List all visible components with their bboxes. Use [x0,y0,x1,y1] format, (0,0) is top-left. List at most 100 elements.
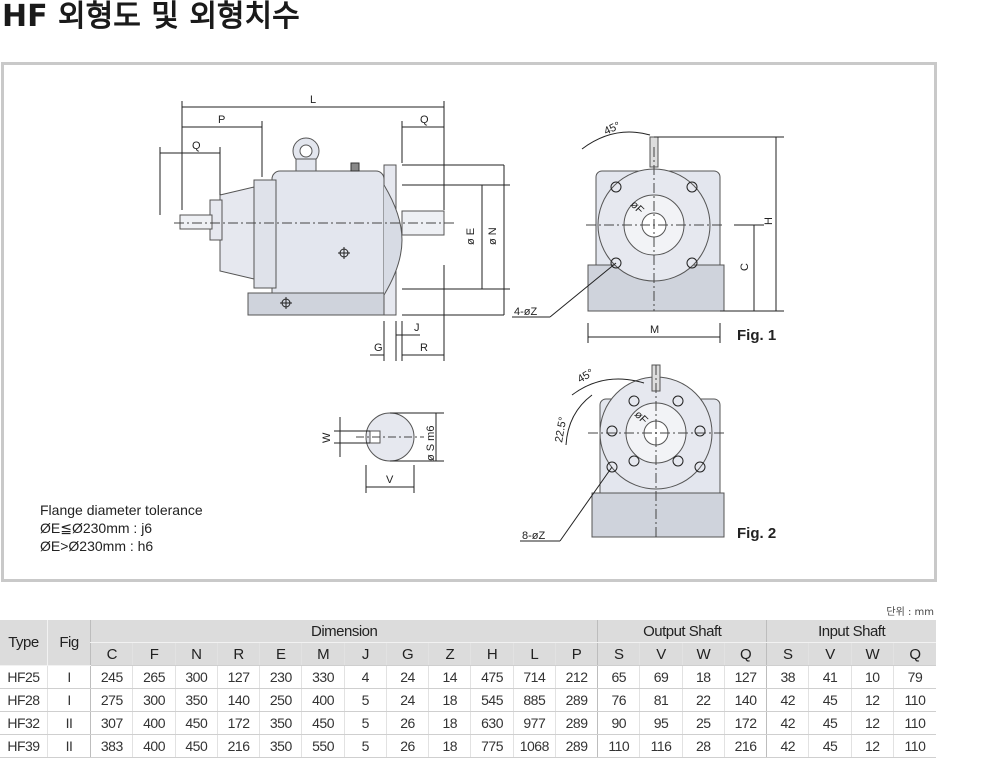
cell-dim-E: 350 [259,711,302,735]
cell-in-V: 45 [808,734,852,758]
cell-dim-Z: 18 [428,688,471,712]
tolerance-line-2: ØE>Ø230mm : h6 [40,538,154,554]
cell-out-S: 76 [597,688,640,712]
tolerance-note: Flange diameter tolerance ØE≦Ø230mm : j6… [40,501,203,555]
cell-dim-C: 383 [90,734,133,758]
dim-C: C [739,263,751,271]
cell-out-W: 25 [681,711,725,735]
cell-out-Q: 140 [723,688,767,712]
cell-dim-H: 775 [470,734,514,758]
cell-dim-Z: 18 [428,734,471,758]
col-out-W: W [681,642,725,666]
cell-in-Q: 110 [892,711,936,735]
dim-M: M [650,324,659,336]
cell-dim-C: 307 [90,711,133,735]
cell-out-V: 69 [639,665,683,689]
dim-L: L [310,94,316,106]
page-title: HF 외형도 및 외형치수 [2,0,300,34]
col-R: R [216,642,260,666]
cell-dim-J: 4 [343,665,387,689]
col-in-V: V [808,642,852,666]
cell-out-V: 95 [639,711,683,735]
cell-dim-J: 5 [343,688,387,712]
fig1-label: Fig. 1 [737,327,777,344]
dim-E: ø E [465,228,477,245]
col-J: J [343,642,387,666]
cell-dim-J: 5 [343,711,387,735]
col-Z: Z [428,642,471,666]
cell-dim-R: 216 [216,734,260,758]
cell-dim-P: 212 [554,665,598,689]
cell-in-W: 12 [850,734,894,758]
dim-J: J [414,322,420,334]
cell-dim-F: 300 [132,688,176,712]
cell-dim-E: 350 [259,734,302,758]
dim-Q-input: Q [192,140,201,152]
cell-out-W: 18 [681,665,725,689]
cell-out-W: 28 [681,734,725,758]
col-out-Q: Q [723,642,767,666]
angle-45-fig2: 45° [576,367,596,386]
dim-W: W [321,432,333,443]
cell-fig: II [46,734,91,758]
cell-dim-M: 330 [301,665,345,689]
col-type-header: Type [0,620,48,666]
cell-dim-G: 26 [385,734,429,758]
col-out-V: V [639,642,683,666]
cell-dim-L: 1068 [512,734,556,758]
cell-dim-M: 450 [301,711,345,735]
cell-type: HF32 [0,711,48,735]
cell-in-W: 10 [850,665,894,689]
cell-dim-R: 172 [216,711,260,735]
col-out-S: S [597,642,640,666]
angle-22-5-fig2: 22.5° [553,416,569,444]
col-M: M [301,642,345,666]
group-input-shaft: Input Shaft [766,620,936,643]
dim-V: V [386,474,394,486]
cell-dim-E: 230 [259,665,302,689]
cell-dim-R: 127 [216,665,260,689]
tolerance-title: Flange diameter tolerance [40,502,203,518]
cell-in-V: 41 [808,665,852,689]
group-output-shaft: Output Shaft [597,620,767,643]
cell-dim-R: 140 [216,688,260,712]
col-L: L [512,642,556,666]
cell-fig: I [46,688,91,712]
cell-dim-E: 250 [259,688,302,712]
dim-R: R [420,342,428,354]
dimension-table: Type Fig Dimension Output Shaft Input Sh… [0,620,936,758]
cell-out-W: 22 [681,688,725,712]
cell-out-Q: 127 [723,665,767,689]
cell-in-W: 12 [850,711,894,735]
cell-dim-G: 26 [385,711,429,735]
side-view [159,101,510,361]
cell-dim-N: 450 [174,734,218,758]
unit-label: 단위 : mm [886,607,934,618]
cell-in-W: 12 [850,688,894,712]
cell-dim-C: 275 [90,688,133,712]
cell-dim-F: 400 [132,711,176,735]
cell-dim-H: 630 [470,711,514,735]
dim-H: H [763,217,775,225]
cell-dim-P: 289 [554,688,598,712]
dim-G: G [374,342,383,354]
cell-dim-C: 245 [90,665,133,689]
cell-dim-H: 475 [470,665,514,689]
cell-dim-G: 24 [385,688,429,712]
cell-type: HF28 [0,688,48,712]
dim-N: ø N [487,227,499,245]
cell-dim-N: 350 [174,688,218,712]
dim-S: ø S m6 [425,426,437,461]
cell-in-S: 42 [766,711,809,735]
col-in-W: W [850,642,894,666]
tolerance-line-1: ØE≦Ø230mm : j6 [40,520,153,536]
cell-out-Q: 172 [723,711,767,735]
cell-dim-Z: 18 [428,711,471,735]
cell-in-S: 42 [766,688,809,712]
cell-in-V: 45 [808,688,852,712]
cell-type: HF25 [0,665,48,689]
col-P: P [554,642,598,666]
